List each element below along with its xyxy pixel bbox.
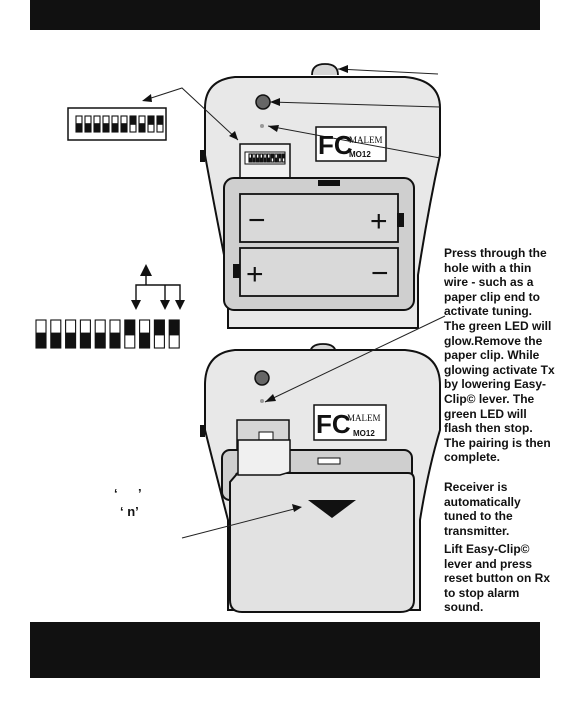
svg-text:MO12: MO12: [349, 150, 371, 159]
dip-large-toggle-knob-8: [139, 332, 150, 348]
svg-text:−: −: [248, 204, 266, 237]
reset-button-bottom-icon: [254, 370, 270, 386]
svg-text:MO12: MO12: [353, 429, 375, 438]
fcc-logo-bottom: [313, 404, 387, 441]
dip-large-toggle-knob-1: [36, 332, 46, 348]
logo-text: FC MALEM MO12 FC MALEM MO12: [316, 130, 383, 439]
instruction-reset: Lift Easy-Clip© lever and press reset bu…: [444, 542, 551, 615]
quote-fragment-b: ’: [138, 486, 142, 501]
instruction-tuned: Receiver is automatically tuned to the t…: [444, 480, 521, 538]
dip-top-toggle-knob-5: [263, 157, 267, 162]
svg-text:MALEM: MALEM: [349, 135, 383, 145]
dip-top-toggle-knob-8: [274, 157, 278, 162]
quote-fragment-a: ‘: [114, 486, 118, 501]
dip-large-toggle-knob-4: [80, 332, 91, 348]
dip-top-toggle-knob-10: [282, 154, 285, 159]
dip-top-toggle-knob-1: [249, 157, 252, 162]
device-bottom: [200, 343, 441, 613]
dip-zoom-toggle-knob-1: [76, 123, 82, 132]
quote-fragment-n: ‘ n’: [120, 504, 139, 519]
dip-top-toggle-knob-2: [252, 157, 256, 162]
bottom-footer-bar: [30, 622, 540, 678]
dip-zoom-toggle-knob-8: [139, 123, 145, 132]
dip-top-toggle-knob-6: [267, 157, 270, 162]
dip-zoom-toggle-knob-7: [130, 116, 136, 125]
dip-large-toggle-knob-6: [110, 332, 120, 348]
dip-large-toggle-knob-7: [124, 320, 135, 336]
battery-1: [239, 193, 399, 243]
dip-top-toggle-knob-4: [260, 157, 263, 162]
dip-top-toggle-knob-3: [256, 157, 259, 162]
dip-switch-arrows: [131, 264, 185, 310]
svg-text:−: −: [371, 257, 389, 290]
instruction-tuning: Press through the hole with a thin wire …: [444, 246, 555, 465]
dip-zoom-toggle-knob-4: [103, 123, 109, 132]
reset-button-icon: [255, 94, 271, 110]
dip-switch-large: [35, 319, 180, 349]
dip-zoom-toggle-knob-10: [157, 116, 163, 125]
svg-text:FC: FC: [318, 130, 353, 160]
slide-arrow-icon: [308, 500, 356, 518]
svg-text:+: +: [370, 205, 388, 238]
top-header-bar: [30, 0, 540, 30]
svg-text:+: +: [246, 258, 264, 291]
dip-zoom-toggle-knob-5: [112, 123, 118, 132]
callout-arrows-top: [142, 65, 441, 159]
callout-arrows-bottom: [181, 315, 446, 539]
battery-door: [229, 472, 415, 613]
dip-switch-top: [248, 153, 286, 163]
dip-zoom-toggle-knob-3: [94, 123, 100, 132]
dip-large-toggle-knob-9: [154, 320, 165, 336]
tuning-hole-icon: [260, 124, 264, 128]
svg-text:MALEM: MALEM: [347, 413, 381, 423]
svg-text:FC: FC: [316, 409, 351, 439]
dip-large-toggle-knob-5: [95, 332, 106, 348]
dip-zoom-toggle-knob-2: [85, 123, 91, 132]
dip-zoom-toggle-knob-6: [121, 123, 127, 132]
dip-switch-zoom-toggles: [75, 115, 164, 133]
dip-large-toggle-knob-2: [50, 332, 61, 348]
dip-large-toggle-knob-10: [169, 320, 180, 336]
tuning-hole-bottom-icon: [260, 399, 264, 403]
fcc-logo: [315, 126, 387, 162]
battery-2: [239, 247, 399, 297]
battery-polarity: − + + −: [246, 204, 389, 291]
dip-zoom-toggle-knob-9: [148, 116, 154, 125]
dip-top-toggle-knob-9: [278, 154, 282, 159]
device-top: [200, 63, 441, 329]
dip-large-toggle-knob-3: [65, 332, 76, 348]
dip-top-toggle-knob-7: [271, 154, 274, 159]
